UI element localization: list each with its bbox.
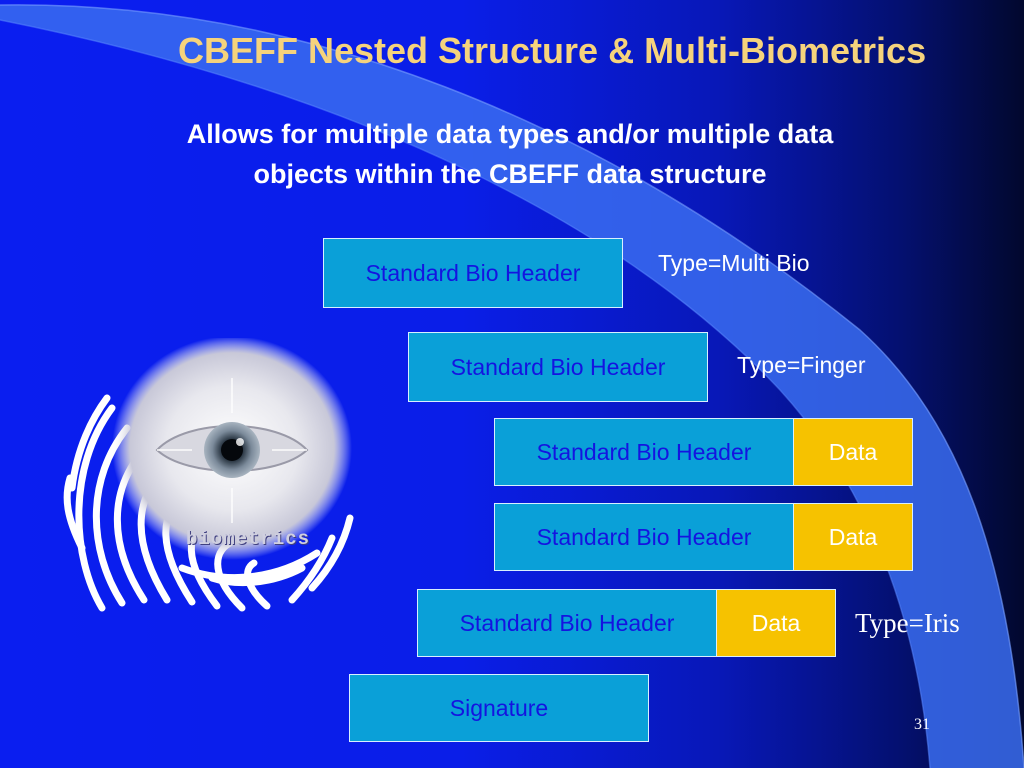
signature-block: Signature [349,674,649,742]
data-block-finger-1: Data [793,418,913,486]
type-multi-bio-label: Type=Multi Bio [658,250,810,276]
standard-bio-header-finger: Standard Bio Header [408,332,708,402]
page-number: 31 [914,716,930,733]
biometrics-caption: biometrics [186,528,311,550]
standard-bio-header-multi: Standard Bio Header [323,238,623,308]
subtitle-line-1: Allows for multiple data types and/or mu… [186,119,834,149]
subtitle-line-2: objects within the CBEFF data structure [253,159,767,189]
slide-subtitle: Allows for multiple data types and/or mu… [90,114,930,194]
type-iris-label: Type=Iris [855,608,960,638]
data-block-finger-2: Data [793,503,913,571]
fingerprint-eye-image [63,338,354,612]
slide-title: CBEFF Nested Structure & Multi-Biometric… [178,30,927,71]
standard-bio-header-finger-2: Standard Bio Header [494,503,794,571]
type-finger-label: Type=Finger [737,352,866,378]
standard-bio-header-finger-1: Standard Bio Header [494,418,794,486]
standard-bio-header-iris: Standard Bio Header [417,589,717,657]
data-block-iris: Data [716,589,836,657]
